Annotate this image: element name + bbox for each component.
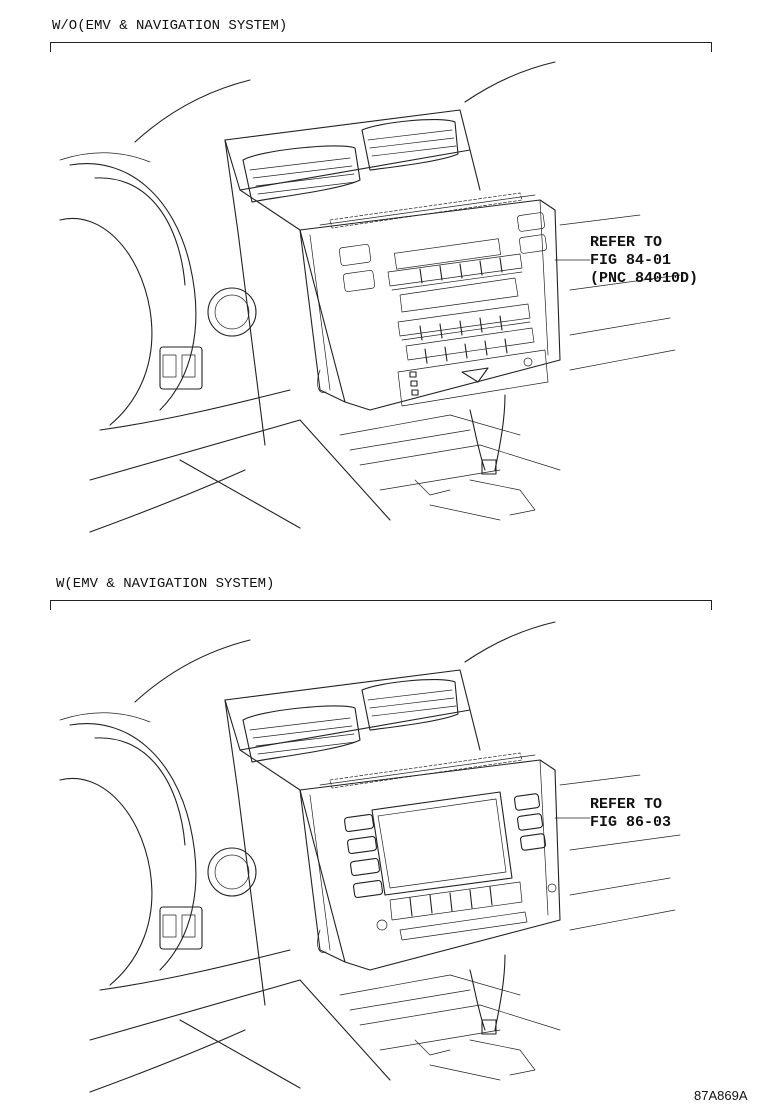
section-2-refer-block: REFER TO FIG 86-03 xyxy=(590,796,671,832)
section-1-caption: W/O(EMV & NAVIGATION SYSTEM) xyxy=(52,18,288,34)
refer-line-1: REFER TO xyxy=(590,234,663,251)
refer-line-2: FIG 84-01 xyxy=(590,252,672,269)
dashboard-drawing-with-nav xyxy=(59,621,681,1093)
refer-line-1: REFER TO xyxy=(590,796,663,813)
refer-line-3: (PNC 84010D) xyxy=(590,270,699,287)
refer-line-2: FIG 86-03 xyxy=(590,814,672,831)
dashboard-drawing-without-nav xyxy=(59,61,681,533)
section-2-bracket xyxy=(50,600,712,610)
section-1-bracket xyxy=(50,42,712,52)
figure-code: 87A869A xyxy=(694,1088,748,1103)
section-2-caption: W(EMV & NAVIGATION SYSTEM) xyxy=(56,576,275,592)
section-1-refer-block: REFER TO FIG 84-01 (PNC 84010D) xyxy=(590,234,698,288)
